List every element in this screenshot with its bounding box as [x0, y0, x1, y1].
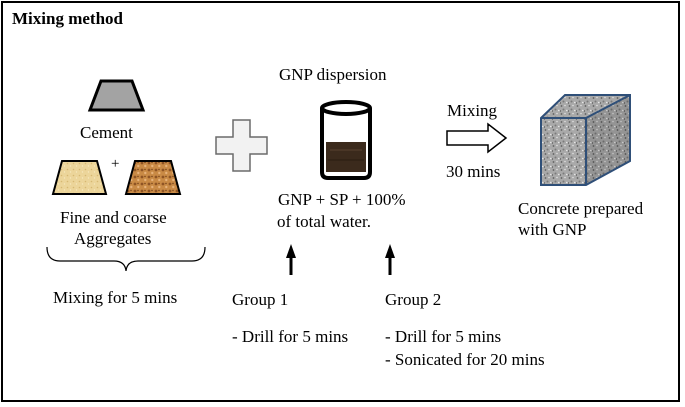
- coarse-aggregate-icon: [124, 160, 182, 195]
- cement-trapezoid-icon: [87, 79, 146, 112]
- up-arrow-icon: [286, 244, 296, 275]
- cement-label: Cement: [80, 123, 133, 142]
- result-label-line2: with GNP: [518, 220, 587, 239]
- duration-label: 30 mins: [446, 162, 501, 181]
- formula-line2: of total water.: [277, 212, 371, 231]
- group1-step: - Drill for 5 mins: [232, 327, 349, 346]
- plus-cross-icon: [215, 119, 268, 172]
- mixing-5-label: Mixing for 5 mins: [53, 288, 178, 307]
- aggregates-label-line1: Fine and coarse: [60, 208, 167, 227]
- group1-label: Group 1: [232, 290, 289, 309]
- brace-icon: [46, 246, 206, 272]
- result-label-line1: Concrete prepared: [518, 199, 644, 218]
- diagram-frame: [1, 1, 680, 402]
- diagram-title: Mixing method: [12, 9, 123, 28]
- beaker-icon: [320, 100, 372, 180]
- mixing-30-label: Mixing: [447, 101, 498, 120]
- small-plus-sign: +: [111, 156, 120, 172]
- group2-step2: - Sonicated for 20 mins: [385, 350, 545, 369]
- right-arrow-icon: [446, 122, 508, 154]
- formula-line1: GNP + SP + 100%: [278, 190, 406, 209]
- group2-label: Group 2: [385, 290, 442, 309]
- group2-step1: - Drill for 5 mins: [385, 327, 502, 346]
- concrete-cube-icon: [540, 94, 631, 186]
- up-arrow-icon: [385, 244, 395, 275]
- fine-aggregate-icon: [51, 160, 108, 195]
- aggregates-label-line2: Aggregates: [74, 229, 152, 248]
- dispersion-label: GNP dispersion: [279, 65, 387, 84]
